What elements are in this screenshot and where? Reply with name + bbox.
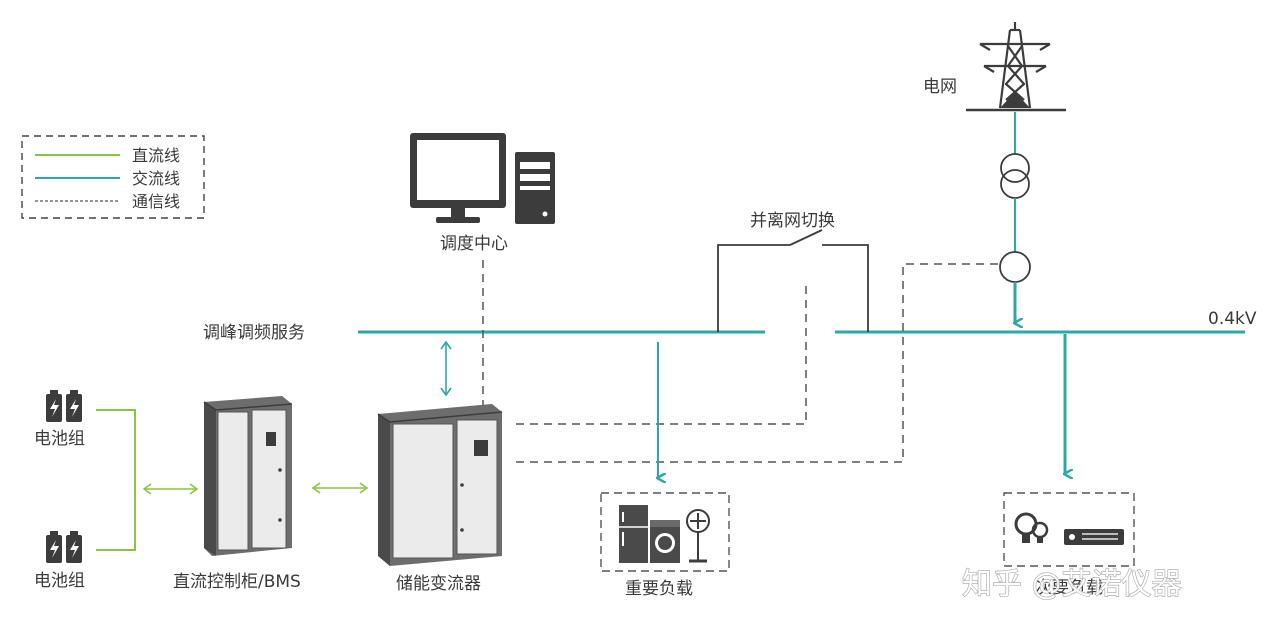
dispatch-center-label: 调度中心 — [440, 234, 508, 254]
grid-switch-label: 并离网切换 — [750, 211, 835, 231]
watermark: 知乎 @艾诺仪器 — [962, 567, 1182, 602]
dvd-player-icon — [1064, 529, 1124, 545]
pcs-label: 储能变流器 — [396, 574, 481, 594]
grid-label: 电网 — [923, 77, 957, 97]
refrigerator-icon — [619, 505, 648, 563]
comm-lines — [482, 260, 1000, 463]
dc-line-batteries — [96, 409, 136, 551]
peak-service-label: 调峰调频服务 — [203, 323, 305, 343]
dc-cabinet-label: 直流控制柜/BMS — [173, 572, 301, 592]
washing-machine-icon — [650, 520, 680, 563]
dc-arrow-battery-cabinet — [142, 483, 199, 495]
lightbulb-icon — [1014, 512, 1049, 543]
legend-dc-label: 直流线 — [132, 146, 180, 165]
current-transformer-icon — [999, 251, 1031, 283]
transformer-icon — [1000, 153, 1030, 199]
dc-arrow-cabinet-pcs — [311, 482, 369, 494]
battery-bottom-label: 电池组 — [34, 571, 85, 591]
secondary-load-label: 次要负载 — [1035, 578, 1103, 598]
voltage-label: 0.4kV — [1208, 309, 1257, 329]
legend: 直流线 交流线 通信线 — [21, 135, 205, 219]
legend-ac-label: 交流线 — [132, 169, 180, 188]
computer-monitor-icon — [410, 133, 506, 223]
battery-icon — [46, 390, 82, 422]
tower-base-fill — [1000, 92, 1030, 108]
pcs-bus-arrow — [440, 340, 452, 397]
computer-tower-icon — [515, 152, 555, 224]
cabinet-icon — [377, 404, 503, 566]
secondary-load-box — [1003, 492, 1135, 567]
battery-top-label: 电池组 — [34, 429, 85, 449]
fan-icon — [686, 509, 710, 563]
critical-load-label: 重要负载 — [625, 579, 693, 599]
grid-switch-icon — [717, 229, 869, 332]
battery-icon — [46, 531, 82, 563]
cabinet-icon — [203, 396, 293, 556]
legend-comm-label: 通信线 — [132, 192, 180, 211]
